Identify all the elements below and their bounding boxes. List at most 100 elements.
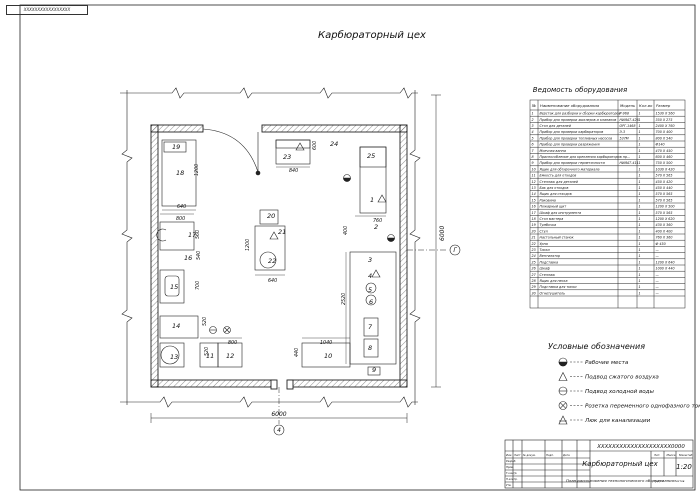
axis-bubble-4 (273, 424, 285, 436)
spec-cell: Стол мастера (540, 217, 564, 221)
spec-cell: 1 (639, 167, 641, 171)
axis-label-g: Г (453, 247, 457, 254)
spec-cell: Шкаф для инструмента (540, 211, 582, 215)
spec-cell: 570 Х 565 (656, 174, 673, 178)
dimension-label: 1200 (245, 239, 251, 251)
spec-cell: 22 (532, 242, 536, 246)
spec-cell: 1 (639, 180, 641, 184)
spec-cell: 1 (639, 248, 641, 252)
equipment-3 (349, 251, 397, 365)
spec-cell: Ящик для обтирочного материала (539, 167, 600, 171)
equipment-15 (159, 269, 185, 304)
spec-cell: Э-3 (619, 130, 626, 134)
spec-cell: 1030 Х 420 (656, 167, 675, 171)
spec-cell: 450 Х 440 (656, 186, 673, 190)
spec-cell: Стол для деталей (540, 124, 572, 128)
spec-cell: Шкаф (540, 267, 551, 271)
spec-cell: Прибор для проверки жиклеров и клапанов (540, 118, 617, 122)
spec-cell: 470 Х 450 (656, 149, 673, 153)
spec-cell: 700 Х 400 (656, 130, 673, 134)
spec-cell: 1 (639, 143, 641, 147)
spec-cell: 19 (532, 223, 536, 227)
spec-cell: 4 (532, 130, 534, 134)
circle-line-icon (558, 386, 568, 396)
equipment-label: 23 (283, 153, 291, 161)
equipment-13 (159, 342, 185, 368)
spec-cell: Ф140 (656, 143, 665, 147)
spec-cell: Прибор для проверки топливных насосов (540, 136, 613, 140)
spec-cell: 9 (532, 161, 534, 165)
spec-cell: 27 (532, 273, 537, 277)
legend-label: Розетка переменного однофазного тока (585, 404, 700, 410)
spec-cell: 1 (639, 149, 641, 153)
dimension-label: 800 (176, 216, 185, 222)
spec-cell: 1 (639, 223, 641, 227)
dimension-label: 840 (289, 168, 298, 174)
equipment-label: 10 (324, 352, 332, 360)
dimension-label: 540 (196, 251, 202, 260)
spec-cell: 1 (639, 279, 641, 283)
equipment-label: 22 (268, 257, 276, 265)
equipment-label: 16 (184, 254, 192, 262)
legend-title: Условные обозначения (548, 342, 645, 351)
spec-cell: 26 (532, 267, 536, 271)
spec-cell: 1 (639, 254, 641, 258)
equipment-label: 7 (368, 323, 373, 331)
spec-cell: 430 Х 360 (656, 223, 673, 227)
stamp-title: Карбюраторный цех (582, 460, 658, 468)
spec-header: Модель (620, 103, 635, 108)
spec-cell: 1 (639, 267, 641, 271)
spec-cell: 450 Х 420 (656, 180, 673, 184)
equipment-9 (367, 366, 381, 376)
stamp-col-label: Масштаб (679, 453, 693, 457)
equipment-23 (275, 139, 311, 165)
equipment-label: 1 (370, 196, 374, 204)
equipment-label: 6 (369, 298, 373, 306)
spec-cell: 2400 Х 760 (656, 124, 675, 128)
spec-cell: 15 (532, 198, 536, 202)
equipment-20 (259, 209, 279, 225)
air-supply-icon (377, 194, 387, 203)
spec-cell: 570 Х 565 (656, 211, 673, 215)
title-block (504, 439, 694, 489)
equipment-12 (217, 342, 243, 368)
spec-cell: Прибор для проверки карбюраторов (540, 130, 604, 134)
stamp-role-label: Н.контр. (506, 477, 518, 481)
spec-cell: 1 (639, 229, 641, 233)
triangle-line-icon (558, 415, 568, 425)
spec-cell: 5 (532, 136, 534, 140)
spec-cell: Ящик для песка (539, 279, 568, 283)
spec-cell: 30 (532, 291, 536, 295)
spec-cell: Ящик для отходов (539, 192, 572, 196)
spec-cell: 1 (639, 285, 641, 289)
dimension-label: 1200 (194, 164, 200, 176)
dimension-label: 520 (202, 317, 208, 326)
equipment-19 (163, 141, 187, 153)
spec-cell: 1 (639, 112, 641, 116)
spec-cell: — (656, 254, 660, 258)
dimension-label: 600 (312, 141, 318, 150)
dimension-label: 440 (294, 348, 300, 357)
stamp-sheet-label: Лист 1 (653, 479, 664, 483)
spec-cell: Бак для отходов (540, 186, 569, 190)
spec-cell: 400 Х 400 (656, 229, 673, 233)
spec-cell: 2 (532, 118, 534, 122)
spec-cell: 600 Х 460 (656, 155, 673, 159)
equipment-label: 11 (206, 352, 214, 360)
dimension-label: 400 (343, 226, 349, 235)
spec-cell: 1 (532, 112, 534, 116)
spec-cell: 1 (639, 124, 641, 128)
spec-cell: 1200 Х 640 (656, 260, 675, 264)
spec-cell: Ф 450 (656, 242, 666, 246)
spec-cell: 6 (532, 143, 534, 147)
spec-cell: — (656, 248, 660, 252)
spec-cell: Пожарный щит (540, 205, 567, 209)
spec-cell: 760 Х 360 (656, 236, 673, 240)
spec-cell: 1 (639, 192, 641, 196)
spec-cell: Прибор для проверки разряжения (540, 143, 600, 147)
socket-icon (223, 326, 231, 334)
spec-cell: — (656, 273, 660, 277)
half-circle-icon (558, 357, 568, 367)
drawing-code: XXXXXXXXXXXXXXXXXXXX0000 (596, 444, 685, 450)
